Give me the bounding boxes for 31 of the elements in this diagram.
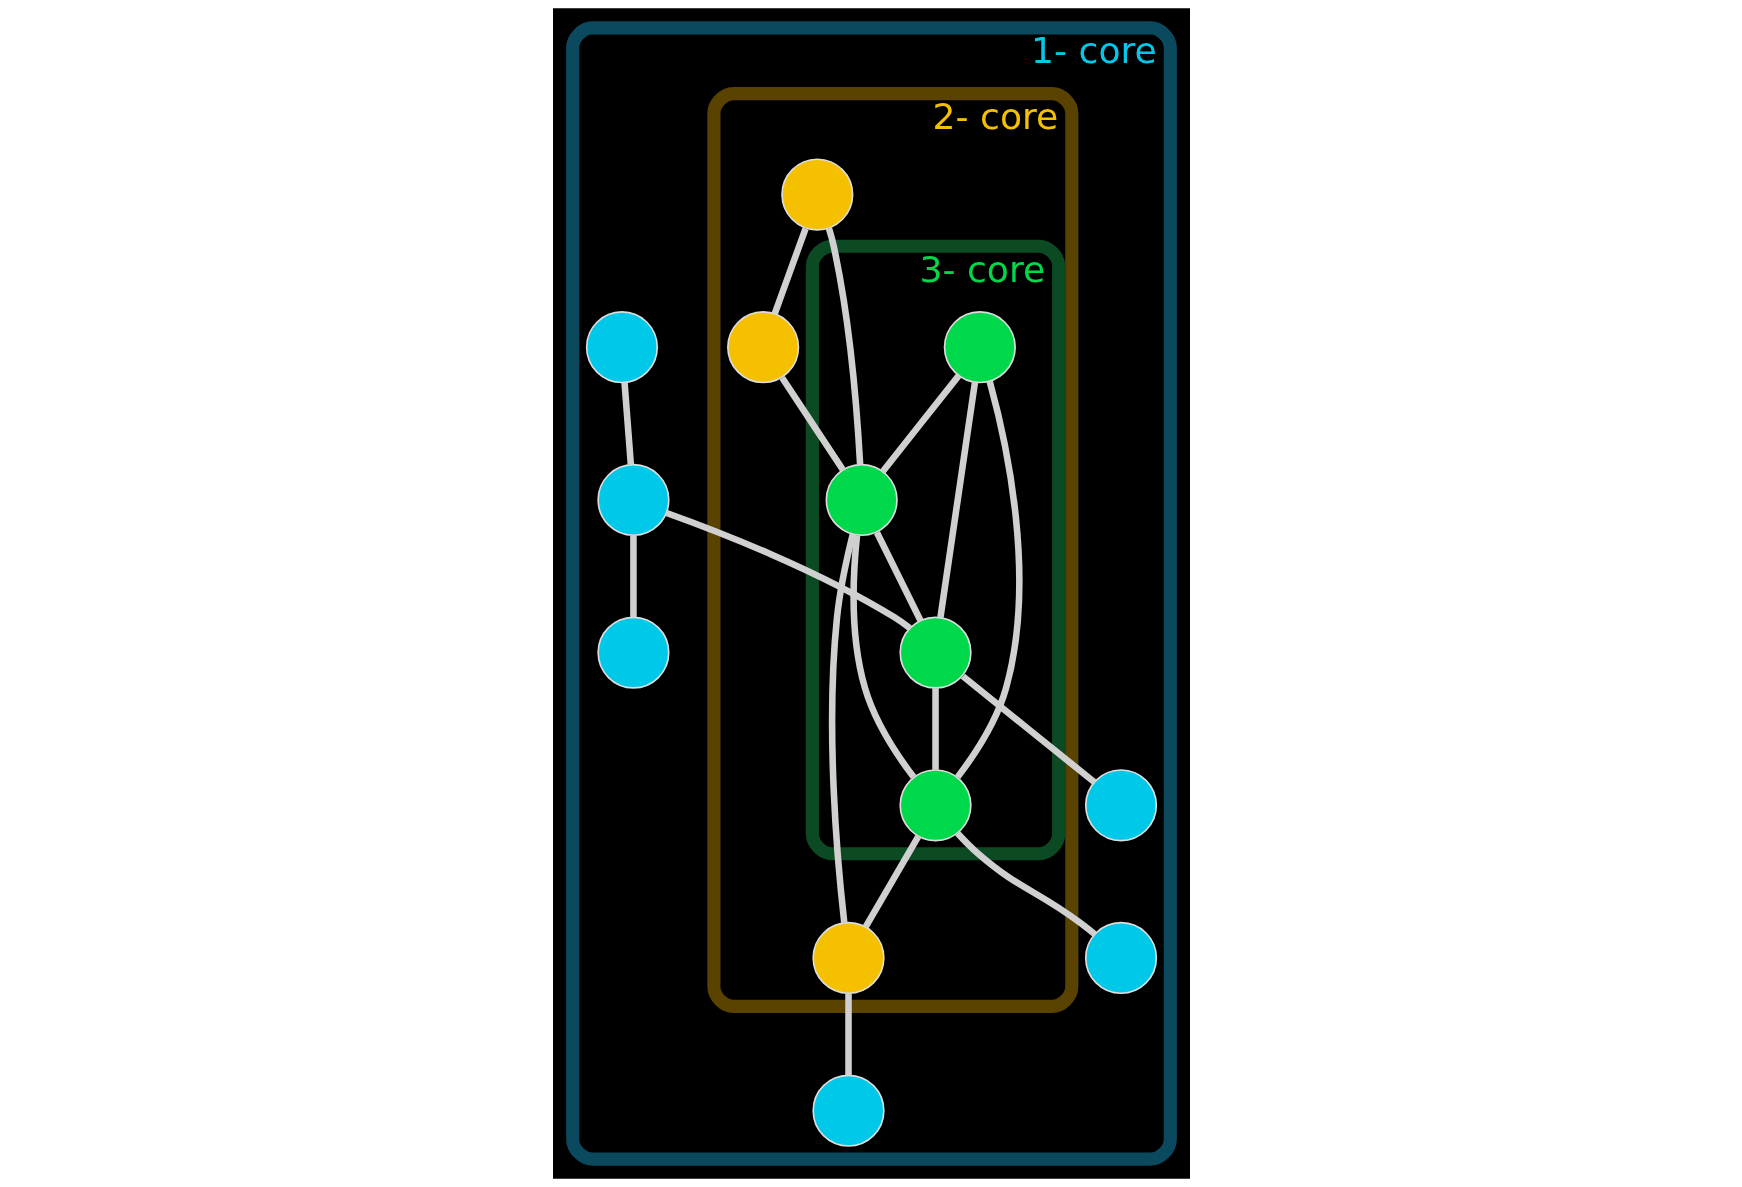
connector	[844, 993, 852, 1076]
connector	[862, 834, 921, 929]
node-circle	[1084, 769, 1157, 842]
node-circle	[726, 311, 799, 384]
connector	[849, 535, 916, 780]
connector	[879, 373, 961, 474]
connector	[620, 382, 634, 465]
connector	[931, 688, 939, 770]
connector	[960, 673, 1096, 785]
node-circle	[585, 311, 658, 384]
node-circle	[596, 616, 670, 689]
connector	[954, 380, 1023, 780]
cluster: 3- core	[805, 239, 1065, 861]
node-circle	[596, 463, 670, 537]
connector	[629, 535, 637, 618]
node-circle	[898, 769, 972, 842]
connector	[954, 831, 1097, 937]
node-circle	[780, 158, 853, 231]
connector	[828, 533, 856, 923]
connector	[873, 531, 923, 622]
node-circle	[811, 921, 885, 995]
connector	[664, 509, 912, 631]
connector	[936, 381, 978, 618]
node-circle	[811, 1074, 885, 1147]
node-circle	[1084, 921, 1157, 995]
connector	[825, 227, 863, 465]
node-circle	[943, 311, 1016, 384]
node-circle	[825, 463, 898, 537]
node-circle	[898, 616, 972, 689]
connector	[771, 227, 809, 315]
connector	[778, 375, 845, 472]
